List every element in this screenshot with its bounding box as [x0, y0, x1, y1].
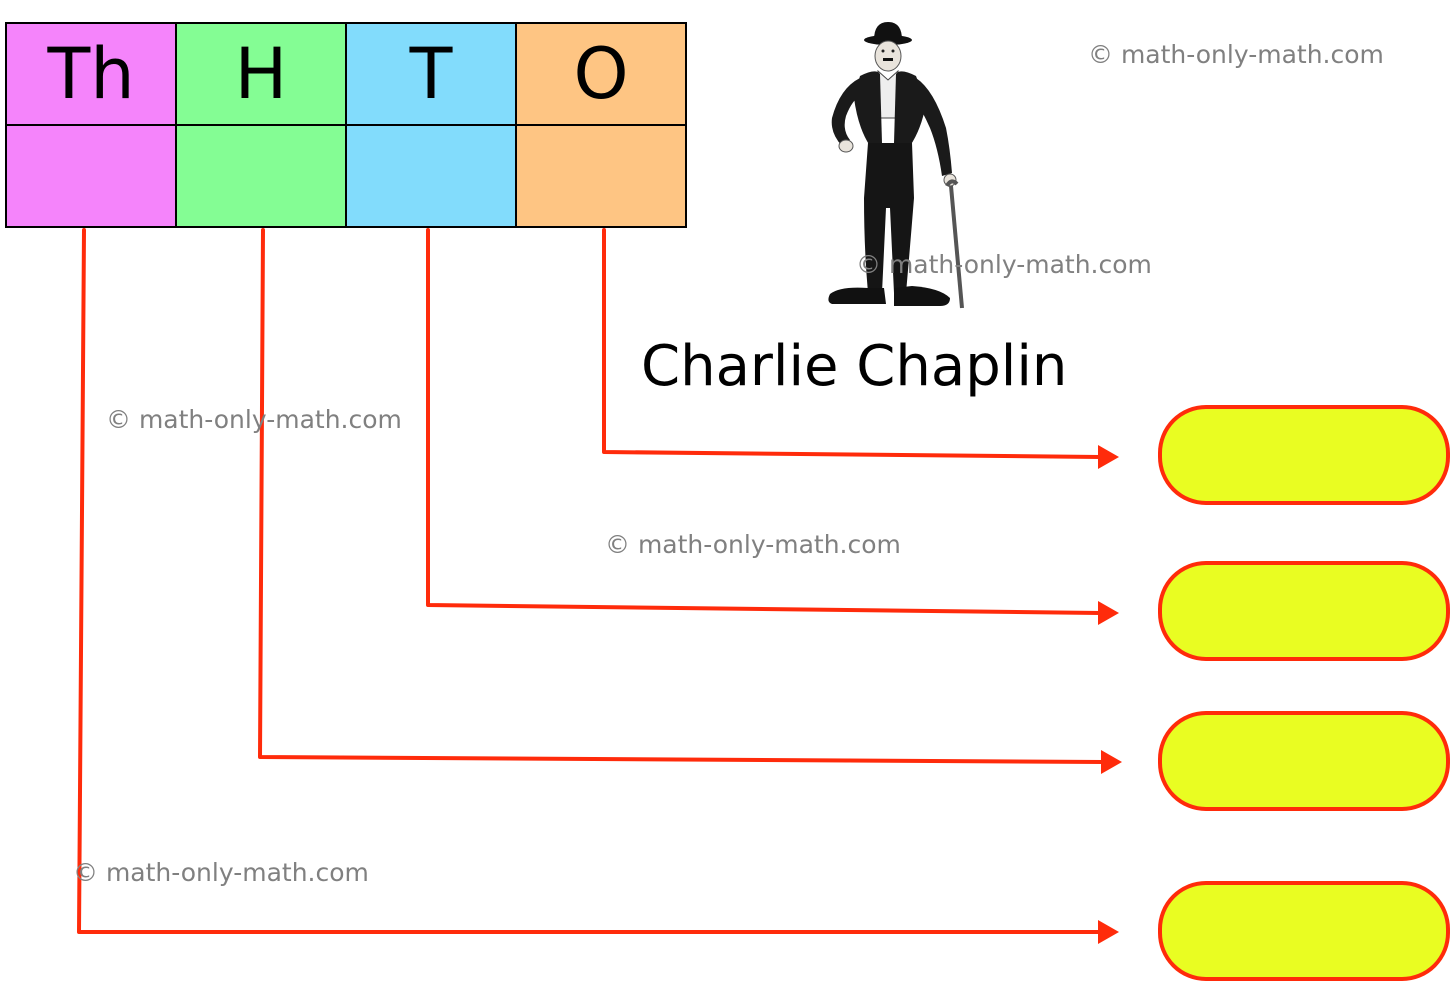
ones-arrowhead [1098, 445, 1119, 469]
hundreds-answer-box[interactable] [1158, 711, 1450, 811]
thousands-answer-box[interactable] [1158, 881, 1450, 981]
place-header-row: Th H T O [5, 22, 687, 126]
thousands-header: Th [5, 22, 177, 126]
ones-cell [515, 124, 687, 228]
thousands-arrowhead [1098, 920, 1119, 944]
hundreds-cell [175, 124, 347, 228]
hundreds-header: H [175, 22, 347, 126]
hundreds-connector [258, 228, 1105, 764]
tens-answer-box[interactable] [1158, 561, 1450, 661]
tens-connector [426, 228, 1102, 615]
place-value-table: Th H T O [5, 22, 687, 228]
copyright-watermark: © math-only-math.com [856, 250, 1152, 279]
copyright-watermark: © math-only-math.com [605, 530, 901, 559]
ones-header: O [515, 22, 687, 126]
ones-answer-box[interactable] [1158, 405, 1450, 505]
thousands-connector [77, 228, 1102, 934]
ones-connector [602, 228, 1102, 459]
thousands-cell [5, 124, 177, 228]
tens-header: T [345, 22, 517, 126]
tens-cell [345, 124, 517, 228]
charlie-chaplin-figure [828, 22, 964, 309]
place-value-row [5, 124, 687, 228]
figure-caption: Charlie Chaplin [641, 334, 1068, 399]
tens-arrowhead [1098, 601, 1119, 625]
hundreds-arrowhead [1101, 750, 1122, 774]
copyright-watermark: © math-only-math.com [73, 858, 369, 887]
copyright-watermark: © math-only-math.com [106, 405, 402, 434]
copyright-watermark: © math-only-math.com [1088, 40, 1384, 69]
